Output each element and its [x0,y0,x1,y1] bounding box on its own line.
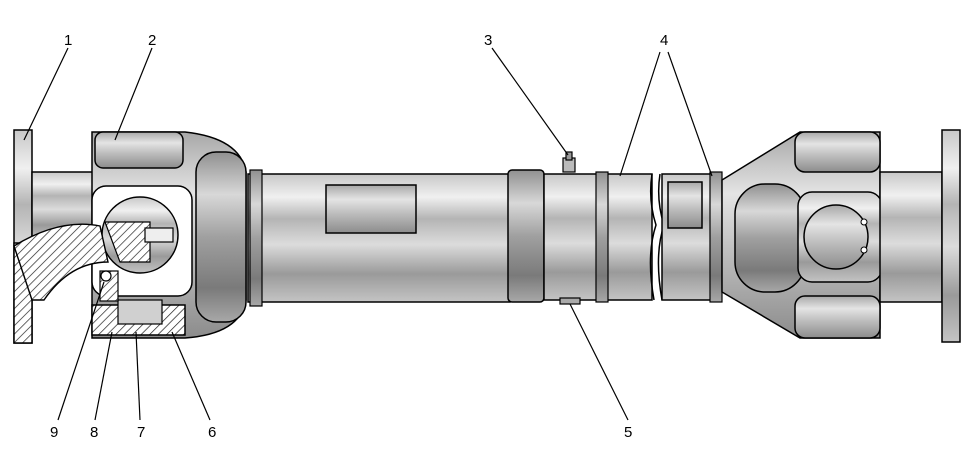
callout-4: 4 [660,32,668,49]
callout-labels: 1 2 3 4 5 6 7 8 9 [50,32,668,441]
left-cross-ring [195,151,247,323]
callout-7: 7 [137,424,145,441]
callout-2: 2 [148,32,156,49]
callout-5: 5 [624,424,632,441]
callout-8: 8 [90,424,98,441]
callout-3: 3 [484,32,492,49]
grease-nipple [562,151,576,173]
leader-lines [23,47,713,421]
callout-9: 9 [50,424,58,441]
callout-1: 1 [64,32,72,49]
right-flange [879,129,961,343]
shaft-tube [247,169,511,307]
spline-sleeve [543,171,723,305]
right-yoke [721,131,883,339]
callout-6: 6 [208,424,216,441]
sleeve-collar [507,169,545,303]
